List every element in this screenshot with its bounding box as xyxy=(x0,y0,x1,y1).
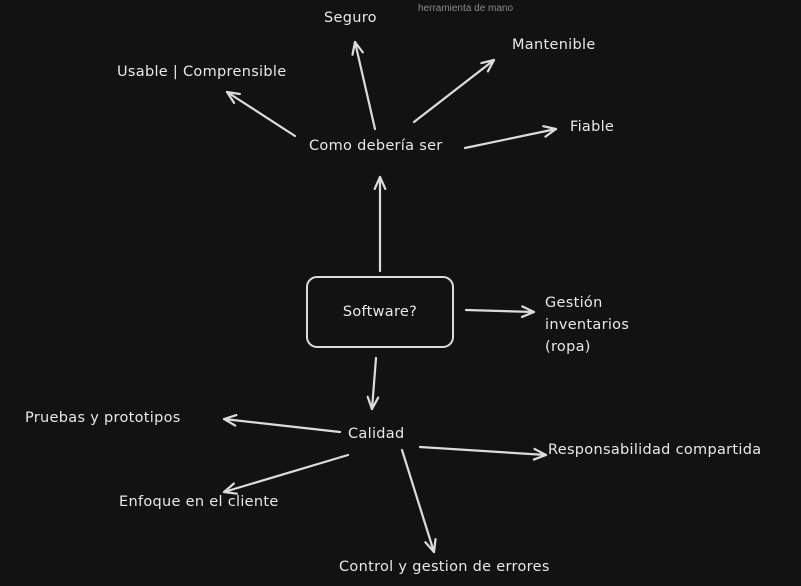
responsabilidad-compartida-node[interactable]: Responsabilidad compartida xyxy=(548,442,762,458)
arrow-calidad-to-responsabilidad xyxy=(418,445,548,461)
control-errores-node[interactable]: Control y gestion de errores xyxy=(339,559,550,575)
arrow-calidad-to-control xyxy=(400,448,437,554)
software-node-label: Software? xyxy=(342,304,418,320)
arrow-como-to-fiable xyxy=(463,125,558,150)
fiable-node[interactable]: Fiable xyxy=(570,119,615,135)
enfoque-cliente-node[interactable]: Enfoque en el cliente xyxy=(119,494,279,510)
seguro-node[interactable]: Seguro xyxy=(324,10,377,26)
arrow-software-to-gestion xyxy=(464,305,536,319)
gestion-inventarios-line-1: Gestión xyxy=(545,295,603,311)
arrow-calidad-to-pruebas xyxy=(222,413,342,434)
arrow-software-to-calidad xyxy=(366,356,380,411)
gestion-inventarios-node[interactable]: Gestión inventarios (ropa) xyxy=(545,292,629,358)
usable-comprensible-node[interactable]: Usable | Comprensible xyxy=(117,64,287,80)
arrow-calidad-to-enfoque xyxy=(222,453,350,495)
arrow-como-to-seguro xyxy=(351,40,377,131)
calidad-node[interactable]: Calidad xyxy=(348,426,405,442)
watermark-text: herramienta de mano xyxy=(418,3,514,14)
pruebas-prototipos-node[interactable]: Pruebas y prototipos xyxy=(25,410,181,426)
como-deberia-ser-node[interactable]: Como debería ser xyxy=(309,138,443,154)
gestion-inventarios-line-3: (ropa) xyxy=(545,339,591,355)
gestion-inventarios-line-2: inventarios xyxy=(545,317,630,333)
arrow-software-to-como xyxy=(373,175,387,273)
mantenible-node[interactable]: Mantenible xyxy=(512,37,596,53)
software-node[interactable]: Software? xyxy=(306,276,454,348)
arrow-como-to-mantenible xyxy=(412,58,496,124)
arrow-como-to-usable xyxy=(225,90,297,138)
